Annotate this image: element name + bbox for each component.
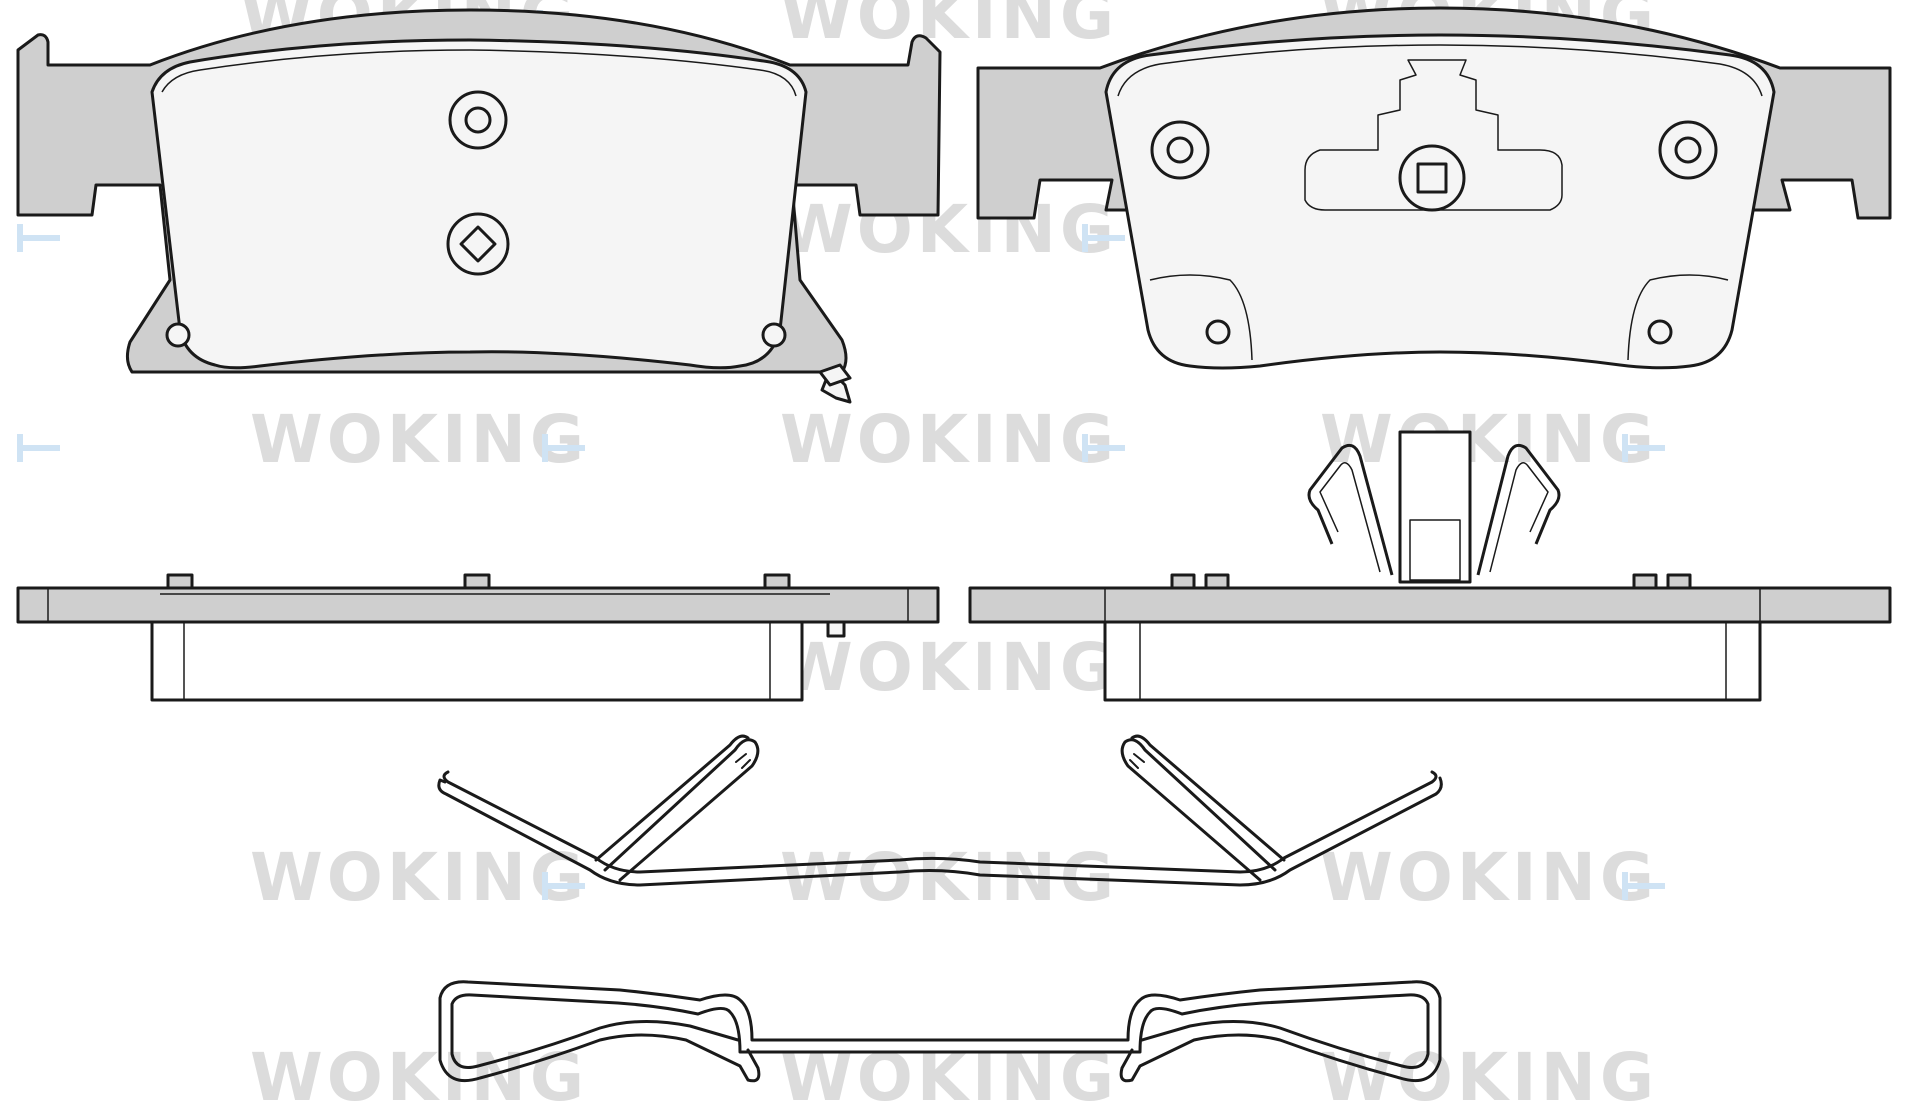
mount-hole-right-inner [1674,136,1702,164]
clip-tab [1170,573,1196,590]
watermark-text: WOKING [780,401,1118,478]
spring-hook-right [1129,753,1145,769]
sensor-clip-leg-right-inner [1489,462,1549,573]
spring-wire-inner [442,770,1438,874]
spring-arm-right [1120,738,1277,882]
friction-material-edge [1103,620,1762,702]
spring-arm-left-inner [594,734,750,862]
watermark-mark [542,434,585,462]
sensor-hole-inner [459,225,497,263]
retaining-clip [438,980,1442,1083]
ear-hole-left [165,322,191,348]
clip-tab [1666,573,1692,590]
sensor-clip-leg-left [1307,443,1394,576]
watermark-mark [1082,224,1125,252]
watermark-mark [17,224,60,252]
watermark-text: WOKING [780,1039,1118,1111]
watermark-mark [1622,872,1665,900]
clip-tab [1204,573,1230,590]
backing-plate-edge [968,586,1892,624]
watermark-text: WOKING [780,191,1118,268]
watermark-row-5: WOKING WOKING WOKING [250,839,1658,916]
spring-arm-right-inner [1130,734,1286,862]
mount-hole-left-inner [1166,136,1194,164]
ear-hole-right [761,322,787,348]
chamfer-left [1149,274,1253,361]
watermark-text: WOKING [1320,839,1658,916]
wear-sensor-lead [818,363,852,387]
spring-wire-outer [437,776,1443,887]
watermark-mark [1082,434,1125,462]
backing-plate-edge [16,586,940,624]
anti-rattle-spring [437,734,1443,887]
side-view-pad-left [16,573,940,702]
ear-hole-right [1647,319,1673,345]
wear-sensor-pin [826,620,846,638]
friction-inner-edge [161,49,797,97]
clip-tab [463,573,491,590]
sensor-square [1416,162,1448,194]
watermark-mark [542,872,585,900]
friction-material-edge [150,620,804,702]
watermark-text: WOKING [250,839,588,916]
watermark-text: WOKING [780,629,1118,706]
spring-arm-left [603,738,760,882]
watermark-row-6: WOKING WOKING WOKING [250,1039,1658,1111]
watermark-text: WOKING [1320,401,1658,478]
watermark-row-3: WOKING WOKING WOKING [250,401,1658,478]
sensor-clip-leg-right [1476,443,1561,576]
clip-tab [166,573,194,590]
chamfer-right [1627,274,1729,361]
clip-wire-outer [438,980,1442,1083]
watermark-text: WOKING [250,401,588,478]
front-view-pad-left [16,8,942,404]
clip-tab [1632,573,1658,590]
sensor-bracket [1304,59,1563,211]
friction-inner-edge [1117,44,1763,97]
mount-hole-inner [464,106,492,134]
watermark-text: WOKING [780,0,1118,54]
spring-hook-left [735,753,751,769]
watermark-text: WOKING [1320,1039,1658,1111]
friction-material [150,38,808,370]
front-view-pad-right [976,6,1892,370]
sensor-clip-leg-left-inner [1319,462,1381,573]
ear-hole-left [1205,319,1231,345]
watermark-mark [1622,434,1665,462]
sensor-clip-face [1409,519,1461,581]
clip-wire-inner [450,993,1430,1069]
clip-tab [763,573,791,590]
side-view-pad-right [968,430,1892,702]
watermark-mark [17,434,60,462]
